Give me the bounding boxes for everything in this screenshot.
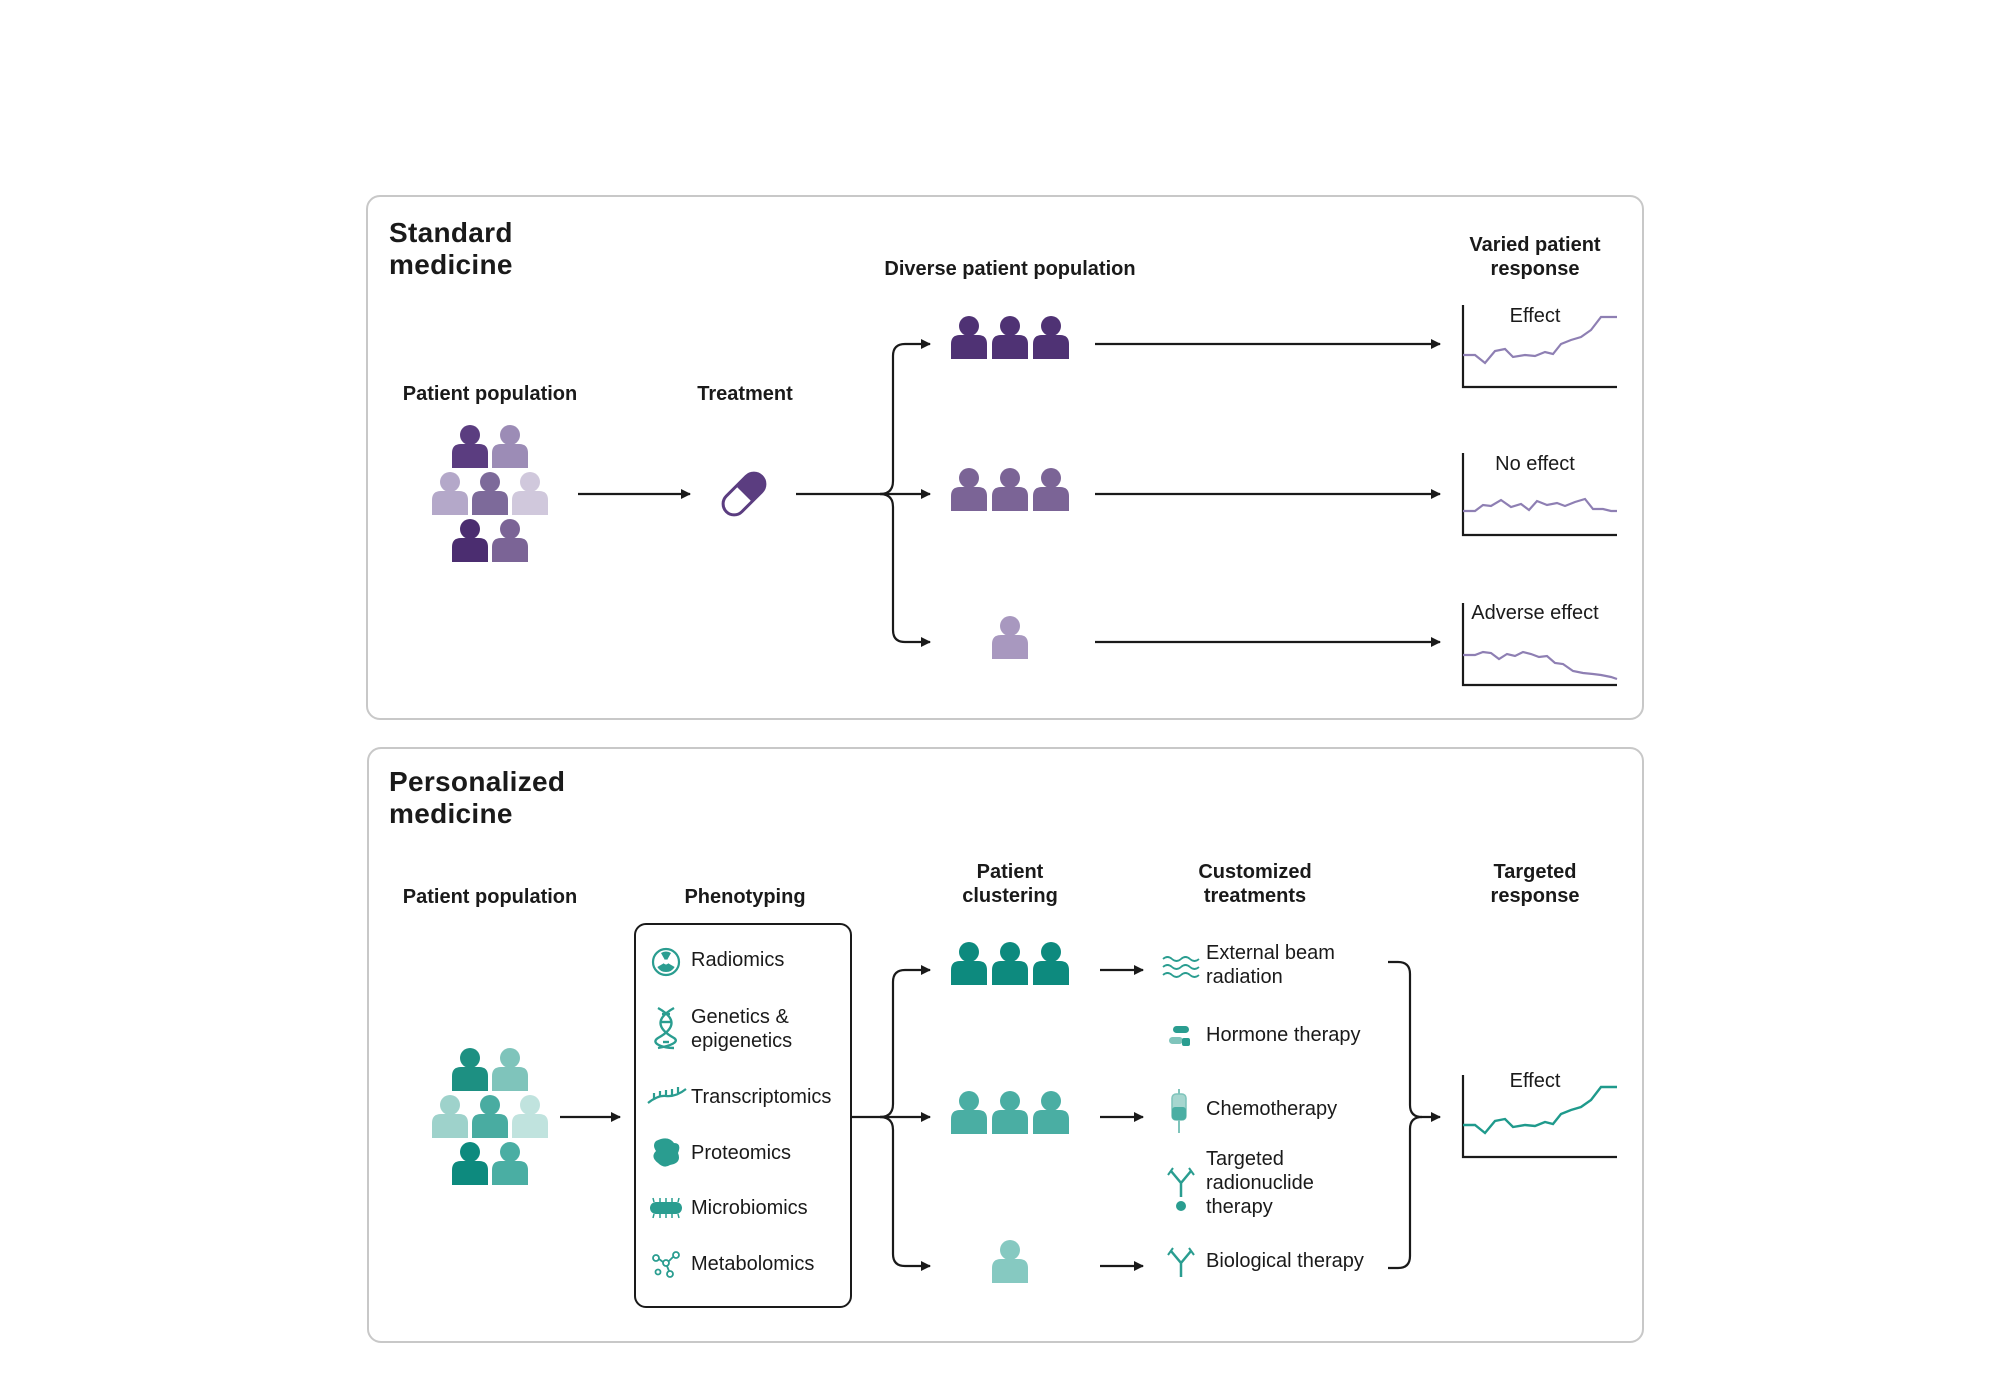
molecule-icon bbox=[652, 1251, 680, 1278]
phenotype-metabolomics-label: Metabolomics bbox=[691, 1253, 815, 1275]
effect-chart bbox=[1461, 305, 1617, 389]
person-icon bbox=[452, 1048, 488, 1091]
response-no-effect-label: No effect bbox=[1495, 453, 1575, 475]
branch-arrow-top bbox=[796, 339, 931, 496]
person-icon bbox=[452, 519, 488, 562]
cluster-2-icon bbox=[951, 1091, 1069, 1134]
standard-patient-population-label: Patient population bbox=[402, 383, 578, 405]
person-icon bbox=[492, 1142, 528, 1185]
person-icon bbox=[492, 425, 528, 468]
iv-bag-icon bbox=[1171, 1089, 1187, 1133]
targeted-effect-chart bbox=[1461, 1075, 1617, 1159]
cluster-3-icon bbox=[992, 1240, 1028, 1283]
chart-line-no-effect bbox=[1463, 497, 1617, 513]
person-icon bbox=[992, 468, 1028, 511]
phenotyping-box bbox=[634, 923, 852, 1308]
no-effect-chart bbox=[1461, 453, 1617, 537]
person-icon bbox=[432, 472, 468, 515]
person-icon bbox=[472, 1095, 508, 1138]
chart-line-targeted bbox=[1463, 1085, 1617, 1135]
person-icon bbox=[992, 616, 1028, 659]
phenotype-transcriptomics-label: Transcriptomics bbox=[691, 1086, 832, 1108]
branch-arrow-top bbox=[852, 965, 931, 1119]
branch-arrow-bottom bbox=[879, 492, 931, 647]
phenotype-proteomics-label: Proteomics bbox=[691, 1142, 792, 1164]
person-icon bbox=[1033, 316, 1069, 359]
phenotype-microbiomics-label: Microbiomics bbox=[691, 1197, 808, 1219]
adverse-effect-chart bbox=[1461, 603, 1618, 687]
radiation-icon bbox=[651, 947, 681, 977]
phenotype-radiomics-label: Radiomics bbox=[691, 949, 785, 971]
response-effect-label: Effect bbox=[1509, 305, 1561, 327]
standard-population-icon bbox=[432, 425, 548, 562]
person-icon bbox=[992, 942, 1028, 985]
responder-group-icon bbox=[951, 316, 1069, 359]
bacterium-icon bbox=[650, 1197, 682, 1219]
converge-arrow bbox=[1388, 960, 1441, 1122]
adverse-group-icon bbox=[992, 616, 1028, 659]
person-icon bbox=[472, 472, 508, 515]
phenotyping-label: Phenotyping bbox=[684, 886, 806, 908]
pills-icon bbox=[1169, 1026, 1190, 1046]
cluster-1-icon bbox=[951, 942, 1069, 985]
rna-strand-icon bbox=[647, 1087, 687, 1104]
person-icon bbox=[452, 425, 488, 468]
person-icon bbox=[992, 1240, 1028, 1283]
chart-line-adverse bbox=[1463, 650, 1618, 681]
branch-arrow-bottom bbox=[879, 1115, 931, 1271]
treatment-label: Treatment bbox=[697, 383, 793, 405]
targeted-effect-label: Effect bbox=[1509, 1070, 1561, 1092]
chart-line-effect bbox=[1463, 315, 1617, 365]
converge-brace-bottom bbox=[1388, 1115, 1423, 1270]
treatment-biological-label: Biological therapy bbox=[1206, 1250, 1364, 1272]
person-icon bbox=[951, 942, 987, 985]
person-icon bbox=[492, 1048, 528, 1091]
person-icon bbox=[1033, 1091, 1069, 1134]
person-icon bbox=[951, 468, 987, 511]
response-adverse-effect-label: Adverse effect bbox=[1471, 602, 1599, 624]
treatment-chemotherapy-label: Chemotherapy bbox=[1206, 1098, 1338, 1120]
chart-axes bbox=[1461, 305, 1617, 389]
person-icon bbox=[951, 1091, 987, 1134]
person-icon bbox=[1033, 468, 1069, 511]
antibody-radiation-icon bbox=[1167, 1167, 1195, 1211]
phenotype-genetics-label: Genetics &epigenetics bbox=[691, 1006, 793, 1052]
person-icon bbox=[512, 1095, 548, 1138]
standard-medicine-panel bbox=[366, 195, 1644, 720]
person-icon bbox=[452, 1142, 488, 1185]
dna-icon bbox=[654, 1006, 677, 1050]
diverse-population-label: Diverse patient population bbox=[884, 258, 1136, 280]
person-icon bbox=[1033, 942, 1069, 985]
person-icon bbox=[512, 472, 548, 515]
person-icon bbox=[432, 1095, 468, 1138]
antibody-icon bbox=[1167, 1247, 1195, 1277]
protein-icon bbox=[653, 1138, 680, 1167]
treatment-hormone-label: Hormone therapy bbox=[1206, 1024, 1361, 1046]
non-responder-group-icon bbox=[951, 468, 1069, 511]
personalized-medicine-panel bbox=[367, 747, 1644, 1343]
person-icon bbox=[492, 519, 528, 562]
wave-icon bbox=[1162, 956, 1200, 978]
chart-axes bbox=[1461, 453, 1617, 537]
person-icon bbox=[992, 1091, 1028, 1134]
person-icon bbox=[992, 316, 1028, 359]
personalized-population-icon bbox=[432, 1048, 548, 1185]
pill-icon bbox=[721, 471, 767, 517]
personalized-patient-population-label: Patient population bbox=[402, 886, 578, 908]
chart-axes bbox=[1461, 603, 1617, 687]
chart-axes bbox=[1461, 1075, 1617, 1159]
person-icon bbox=[951, 316, 987, 359]
